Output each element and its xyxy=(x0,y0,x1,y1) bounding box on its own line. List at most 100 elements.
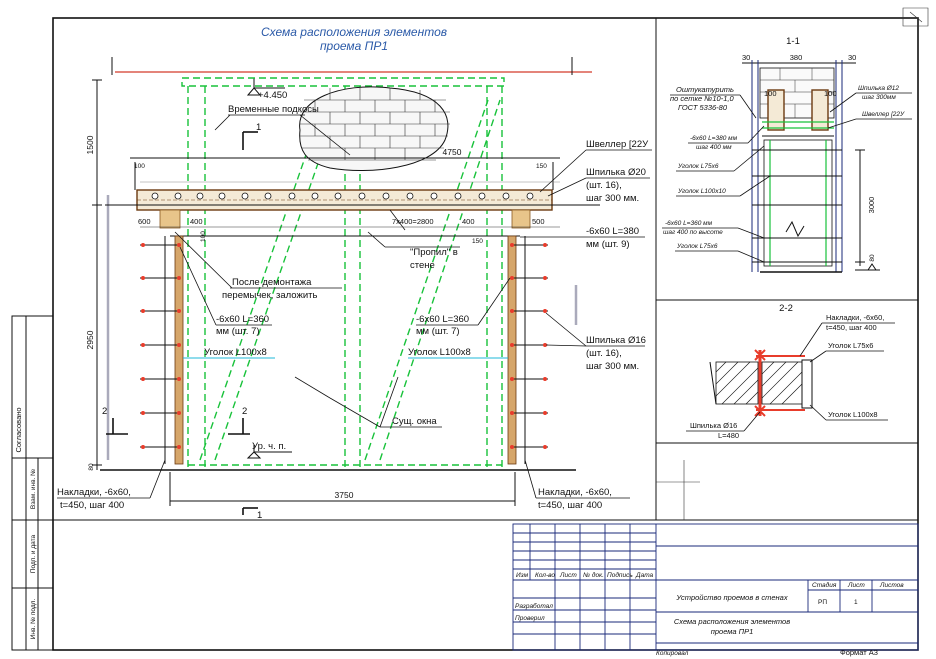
elevation-top: +4.450 xyxy=(258,90,287,101)
stamp-v-sheet: 1 xyxy=(854,599,858,606)
drawing-title-line1: Схема расположения элементов xyxy=(261,25,447,39)
dim-150-c: 150 xyxy=(472,238,483,245)
label-plate360-left-l1: -6х60 L=360 xyxy=(216,314,269,325)
label-plate360-right-l1: -6х60 L=360 xyxy=(416,314,469,325)
label-angle-right: Уголок L100х8 xyxy=(408,347,471,358)
dim-80: 80 xyxy=(88,463,95,471)
pillar-studs xyxy=(141,243,547,449)
stamp-col-izm: Изм xyxy=(516,572,529,579)
stamp-col-kol: Кол-во xyxy=(535,572,555,579)
stamp-col-ndok: № док. xyxy=(583,571,604,579)
s11-dim-80: 80 xyxy=(869,254,876,262)
s11-label-plaster-l3: ГОСТ 5336-80 xyxy=(678,103,728,112)
s11-label-plate380-l2: шаг 400 мм xyxy=(696,144,732,151)
dim-3750: 3750 xyxy=(335,490,354,500)
dim-2950: 2950 xyxy=(85,330,95,349)
dim-1500: 1500 xyxy=(85,135,95,154)
label-pads-right-l1: Накладки, -6х60, xyxy=(538,487,612,498)
stamp-col-list: Лист xyxy=(559,572,577,579)
side-inv-podl: Инв. № подл. xyxy=(30,599,37,640)
section11-title: 1-1 xyxy=(786,36,800,47)
s11-dim-100-left: 100 xyxy=(764,89,777,98)
stamp-col-data: Дата xyxy=(635,572,654,579)
beam-studs xyxy=(151,192,534,200)
section-mark-1-top-label: 1 xyxy=(256,122,261,133)
s11-dim-100-right: 100 xyxy=(824,89,837,98)
label-cut-l2: стене xyxy=(410,260,435,271)
s22-label-stud-l2: L=480 xyxy=(718,431,739,440)
stamp-h-sheets: Листов xyxy=(879,582,904,589)
stamp-format: Формат А3 xyxy=(840,648,878,657)
stamp-role-developed: Разработал xyxy=(515,602,553,610)
s11-label-plate380-l1: -6х60 L=380 мм xyxy=(690,135,738,142)
stamp-h-sheet: Лист xyxy=(847,582,865,589)
s11-label-plaster-l2: по сетке №10-1,0 xyxy=(670,94,734,103)
dim-600: 600 xyxy=(138,217,151,226)
section22-title: 2-2 xyxy=(779,303,793,314)
s11-label-plaster-l1: Оштукатурить xyxy=(676,85,734,94)
s11-label-angle100: Уголок L100х10 xyxy=(677,188,726,195)
label-stud20-l2: (шт. 16), xyxy=(586,180,622,191)
stamp-sheet-title-l2: проема ПР1 xyxy=(711,627,754,636)
label-pads-right-l2: t=450, шаг 400 xyxy=(538,500,602,511)
stamp-sheet-title-l1: Схема расположения элементов xyxy=(674,617,790,626)
stamp-col-podpis: Подпись xyxy=(607,571,633,579)
s22-label-pads-l2: t=450, шаг 400 xyxy=(826,323,877,332)
side-inv-vzam: Взам. инв. № xyxy=(30,469,37,509)
right-pads xyxy=(510,244,548,448)
stamp-v-stage: РП xyxy=(818,599,827,606)
stamp-h-stage: Стадия xyxy=(812,581,837,589)
s11-label-angle75-b: Уголок L75х6 xyxy=(676,243,718,250)
label-temp-supports: Временные подкосы xyxy=(228,104,319,115)
s11-label-angle75-a: Уголок L75х6 xyxy=(677,163,719,170)
label-plate360-left-l2: мм (шт. 7) xyxy=(216,326,260,337)
s11-dim-3000: 3000 xyxy=(867,197,876,214)
label-stud20-l1: Шпилька Ø20 xyxy=(586,167,646,178)
label-stud16-l2: (шт. 16), xyxy=(586,348,622,359)
dim-400-a: 400 xyxy=(190,217,203,226)
floor-level-marker xyxy=(246,445,292,459)
s11-label-plate360-l1: -6х60 L=360 мм xyxy=(665,220,713,227)
dim-150-right: 150 xyxy=(536,163,547,170)
brick-hatch xyxy=(299,86,449,172)
title-block xyxy=(512,523,919,651)
elevation-marker xyxy=(246,78,285,96)
s22-label-angle100: Уголок L100х8 xyxy=(828,410,878,419)
stamp-project-title: Устройство проемов в стенах xyxy=(675,593,787,602)
s11-dim-30-left: 30 xyxy=(742,53,750,62)
s11-label-plate360-l2: шаг 400 по высоте xyxy=(663,229,723,236)
label-pads-left-l2: t=450, шаг 400 xyxy=(60,500,124,511)
label-existing-window: Сущ. окна xyxy=(392,416,437,427)
label-plate380-l1: -6х60 L=380 xyxy=(586,226,639,237)
s11-dim-380: 380 xyxy=(790,53,803,62)
drawing-title-line2: проема ПР1 xyxy=(320,39,388,53)
s11-dim-30-right: 30 xyxy=(848,53,856,62)
label-plate360-right-l2: мм (шт. 7) xyxy=(416,326,460,337)
s22-label-angle75: Уголок L75х6 xyxy=(828,341,873,350)
label-floor-level: Ур. ч. п. xyxy=(252,441,286,452)
side-sign-date: Подп. и дата xyxy=(30,534,37,573)
label-plate380-l2: мм (шт. 9) xyxy=(586,239,630,250)
stamp-copied: Копировал xyxy=(656,650,689,657)
label-after-demount-l1: После демонтажа xyxy=(232,277,312,288)
section-mark-2-mid-label: 2 xyxy=(242,406,247,417)
stamp-role-checked: Проверил xyxy=(515,615,545,622)
side-agreed: Согласовано xyxy=(14,407,23,452)
s11-label-stud-l1: Шпилька Ø12 xyxy=(858,85,899,92)
s11-label-channel: Швеллер [22У xyxy=(862,111,905,118)
section-mark-1-bottom-label: 1 xyxy=(257,510,262,521)
left-pads xyxy=(140,244,180,448)
label-cut-l1: "Пропил" в xyxy=(410,247,458,258)
dim-400-b: 400 xyxy=(462,217,475,226)
s22-label-pads-l1: Накладки, -6х60, xyxy=(826,313,884,322)
dim-7x400: 7х400=2800 xyxy=(392,217,434,226)
label-stud16-l1: Шпилька Ø16 xyxy=(586,335,646,346)
label-angle-left: Уголок L100х8 xyxy=(204,347,267,358)
dim-100-left: 100 xyxy=(134,163,145,170)
dim-4750: 4750 xyxy=(443,147,462,157)
s22-label-stud-l1: Шпилька Ø16 xyxy=(690,421,737,430)
s11-label-stud-l2: шаг 300мм xyxy=(862,94,896,101)
brick-pattern xyxy=(300,88,450,161)
label-stud20-l3: шаг 300 мм. xyxy=(586,193,639,204)
